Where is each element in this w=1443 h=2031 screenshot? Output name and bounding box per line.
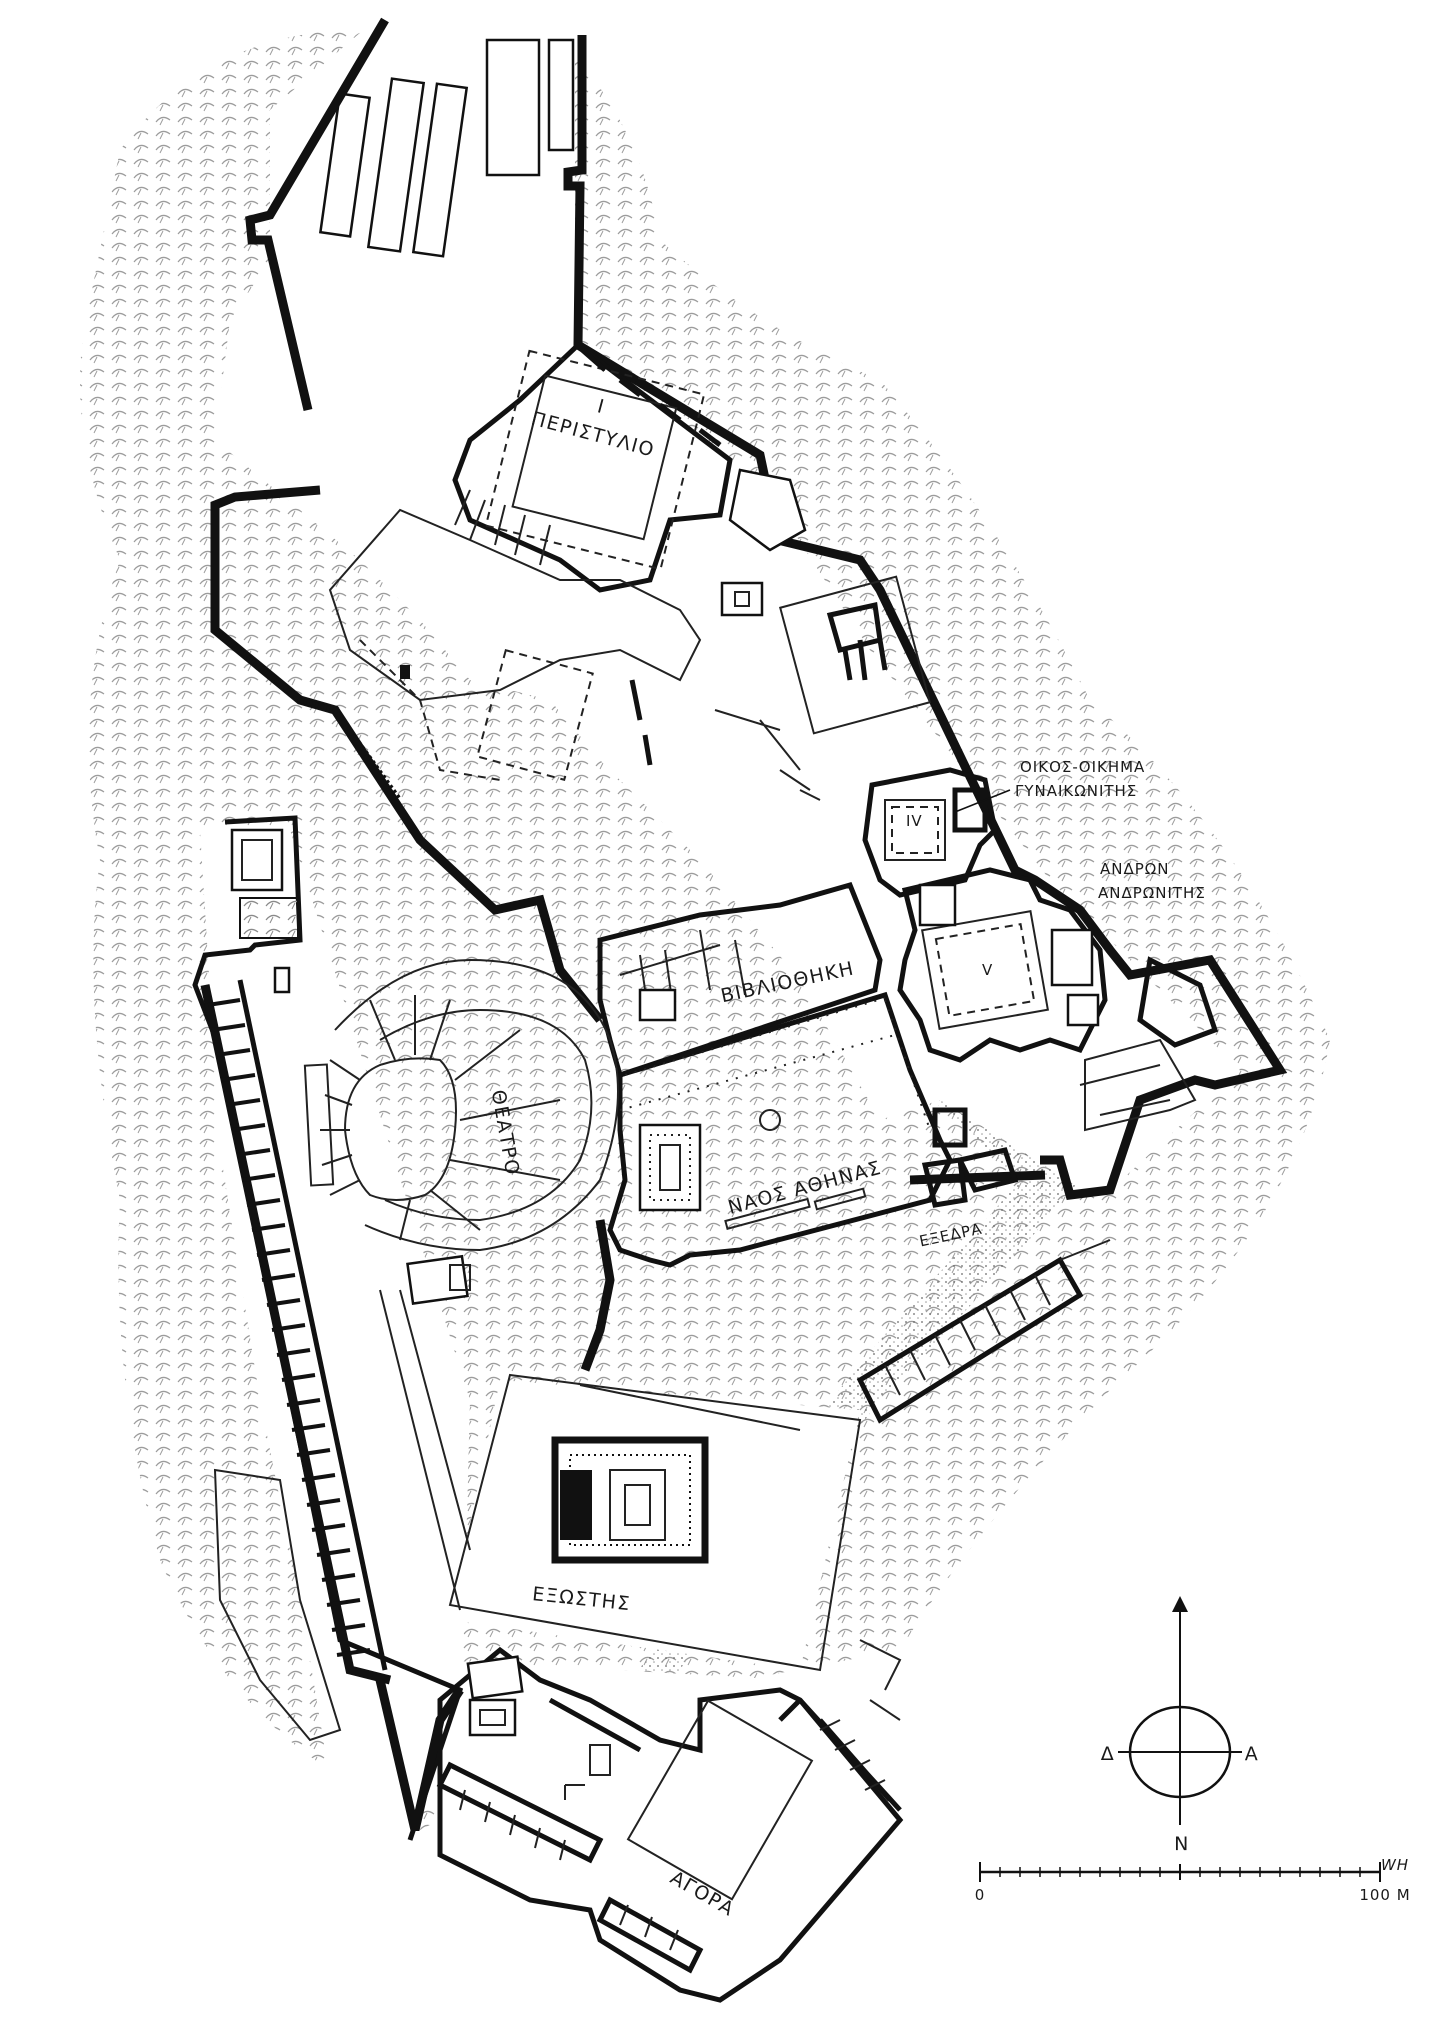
leader-oikos bbox=[954, 789, 1011, 813]
label-room-iv: IV bbox=[906, 812, 923, 830]
theatre bbox=[320, 958, 619, 1305]
peristyle-complex bbox=[452, 341, 807, 593]
compass-south-label: Ν bbox=[1174, 1833, 1190, 1855]
library-building bbox=[597, 881, 883, 1079]
upper-terrace bbox=[328, 508, 821, 801]
compass-west-label: Δ bbox=[1101, 1743, 1116, 1765]
room-v-andron bbox=[897, 867, 1219, 1132]
compass-east-label: Α bbox=[1245, 1743, 1260, 1765]
label-andron-line2: ΑΝΔΡΩΝΙΤΗΣ bbox=[1098, 884, 1206, 902]
label-room-v: V bbox=[982, 961, 993, 979]
northern-stoas bbox=[318, 38, 575, 258]
room-iv-oikos bbox=[862, 767, 998, 898]
north-arrow-compass bbox=[1118, 1596, 1242, 1825]
scale-end-label: 100 Μ bbox=[1359, 1886, 1410, 1904]
fortification-walls bbox=[210, 17, 1288, 1372]
exostis-terrace bbox=[448, 1373, 862, 1672]
label-oikos-line2: ΓΥΝΑΙΚΩΝΙΤΗΣ bbox=[1015, 782, 1137, 800]
east-complex bbox=[720, 575, 932, 735]
athena-sanctuary bbox=[607, 991, 1019, 1268]
label-oikos-line1: ΟΙΚΟΣ-ΟΙΚΗΜΑ bbox=[1020, 758, 1145, 776]
drafter-signature: WH bbox=[1381, 1856, 1409, 1874]
west-stoa-terrace bbox=[192, 815, 471, 1841]
southeast-stoa bbox=[856, 1239, 1111, 1424]
scale-bar bbox=[979, 1862, 1381, 1882]
scale-start-label: 0 bbox=[975, 1886, 986, 1904]
agora-complex bbox=[436, 1639, 904, 2003]
label-andron-line1: ΑΝΔΡΩΝ bbox=[1100, 860, 1169, 878]
